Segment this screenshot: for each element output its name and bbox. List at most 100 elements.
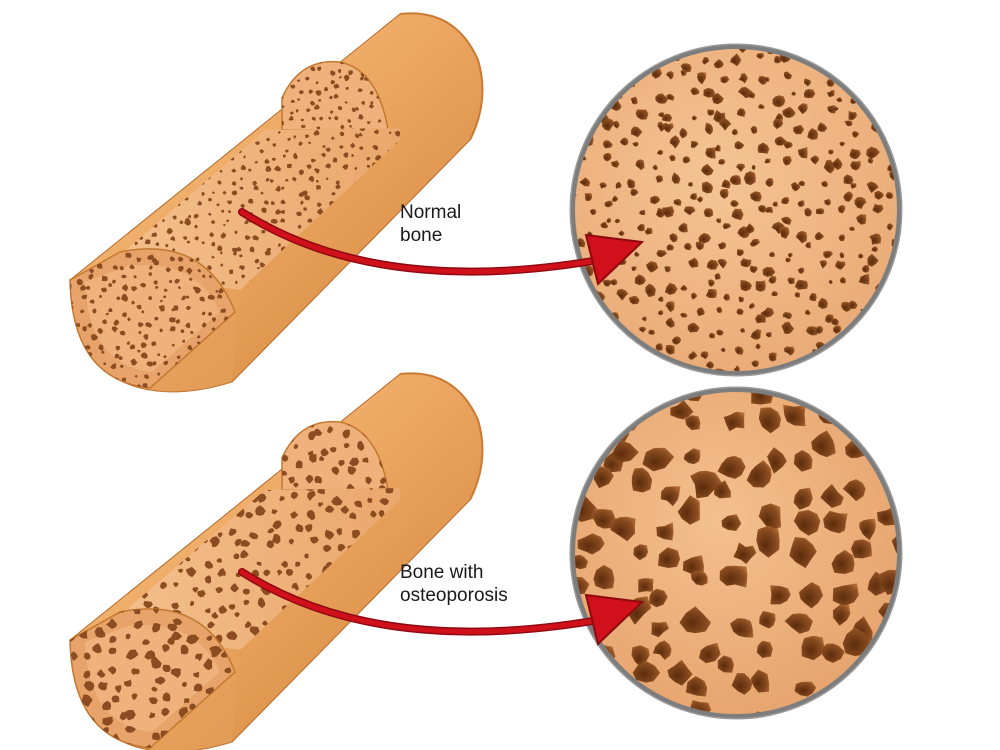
bone-pore <box>143 143 148 148</box>
bone-pore <box>88 363 93 367</box>
bone-pore <box>562 343 568 348</box>
bone-pore <box>216 558 222 563</box>
bone-pore <box>103 581 109 588</box>
bone-pore <box>332 157 338 163</box>
bone-pore <box>740 279 752 292</box>
bone-pore <box>844 120 853 127</box>
bone-pore <box>137 322 144 328</box>
bone-pore <box>85 344 91 350</box>
bone-pore <box>148 697 158 705</box>
bone-pore <box>107 666 117 675</box>
bone-pore <box>705 289 717 299</box>
bone-pore <box>152 732 161 740</box>
bone-pore <box>783 404 806 427</box>
bone-pore <box>648 329 656 335</box>
bone-pore <box>717 241 727 250</box>
bone-pore <box>101 474 111 485</box>
bone-pore <box>354 133 360 138</box>
bone-pore <box>170 668 181 678</box>
bone-pore <box>843 191 854 202</box>
bone-pore <box>385 488 394 494</box>
bone-pore <box>70 730 73 737</box>
bone-pore <box>372 145 379 151</box>
bone-pore <box>348 70 354 76</box>
bone-pore <box>158 305 165 312</box>
bone-pore <box>132 514 140 522</box>
bone-pore <box>107 170 111 175</box>
bone-pore <box>137 522 144 530</box>
bone-pore <box>298 169 304 176</box>
bone-pore <box>107 592 115 600</box>
bone-pore <box>815 208 825 215</box>
bone-pore <box>713 59 724 69</box>
bone-pore <box>308 175 315 183</box>
bone-pore <box>89 268 95 274</box>
bone-pore <box>122 200 129 206</box>
bone-pore <box>797 103 808 115</box>
bone-pore <box>166 156 172 162</box>
bone-pore <box>869 344 881 357</box>
bone-pore <box>642 447 675 472</box>
bone-pore <box>103 556 105 564</box>
bone-pore <box>605 369 614 373</box>
bone-pore <box>172 618 183 625</box>
bone-pore <box>673 199 682 206</box>
bone-pore <box>894 47 899 50</box>
bone-pore <box>831 550 855 574</box>
bone-pore <box>186 135 189 138</box>
bone-pore <box>101 275 108 282</box>
bone-pore <box>156 550 167 563</box>
bone-pore <box>121 293 128 302</box>
bone-pore <box>170 631 183 641</box>
bone-pore <box>147 295 153 300</box>
bone-pore <box>734 140 745 150</box>
bone-pore <box>234 538 242 547</box>
bone-pore <box>383 250 389 256</box>
bone-pore <box>329 447 337 453</box>
bone-pore <box>209 536 220 548</box>
bone-pore <box>660 486 681 507</box>
bone-pore <box>886 223 894 231</box>
bone-pore <box>64 259 68 263</box>
bone-pore <box>871 246 879 252</box>
bone-pore <box>206 389 212 394</box>
bone-pore <box>331 192 336 196</box>
bone-pore <box>573 356 579 368</box>
bone-pore <box>217 568 226 577</box>
bone-pore <box>200 523 208 531</box>
bone-pore <box>707 109 715 116</box>
bone-pore <box>92 372 97 377</box>
bone-pore <box>850 183 857 189</box>
bone-pore <box>774 136 787 146</box>
bone-pore <box>162 644 170 653</box>
bone-pore <box>357 88 363 92</box>
normal-bone-label: Normal bone <box>400 202 462 246</box>
bone-pore <box>111 128 118 132</box>
bone-pore <box>826 47 836 51</box>
bone-pore <box>222 190 227 195</box>
bone-pore <box>285 149 289 153</box>
bone-pore <box>211 611 219 619</box>
bone-pore <box>781 216 792 225</box>
bone-pore <box>131 300 136 305</box>
bone-pore <box>749 265 758 274</box>
bone-pore <box>783 346 795 356</box>
bone-pore <box>339 634 349 643</box>
bone-pore <box>635 159 645 171</box>
bone-pore <box>677 495 700 525</box>
bone-pore <box>573 105 577 111</box>
bone-pore <box>367 121 371 125</box>
bone-pore <box>785 257 791 263</box>
bone-pore <box>632 660 661 683</box>
bone-pore <box>155 676 166 685</box>
bone-pore <box>80 284 88 291</box>
bone-pore <box>691 115 698 121</box>
bone-pore <box>616 288 629 301</box>
bone-pore <box>137 349 141 353</box>
bone-pore <box>679 606 712 634</box>
bone-pore <box>124 551 133 559</box>
bone-pore <box>346 483 355 490</box>
bone-pore <box>340 505 350 514</box>
bone-pore <box>162 692 171 702</box>
bone-pore <box>209 646 223 658</box>
